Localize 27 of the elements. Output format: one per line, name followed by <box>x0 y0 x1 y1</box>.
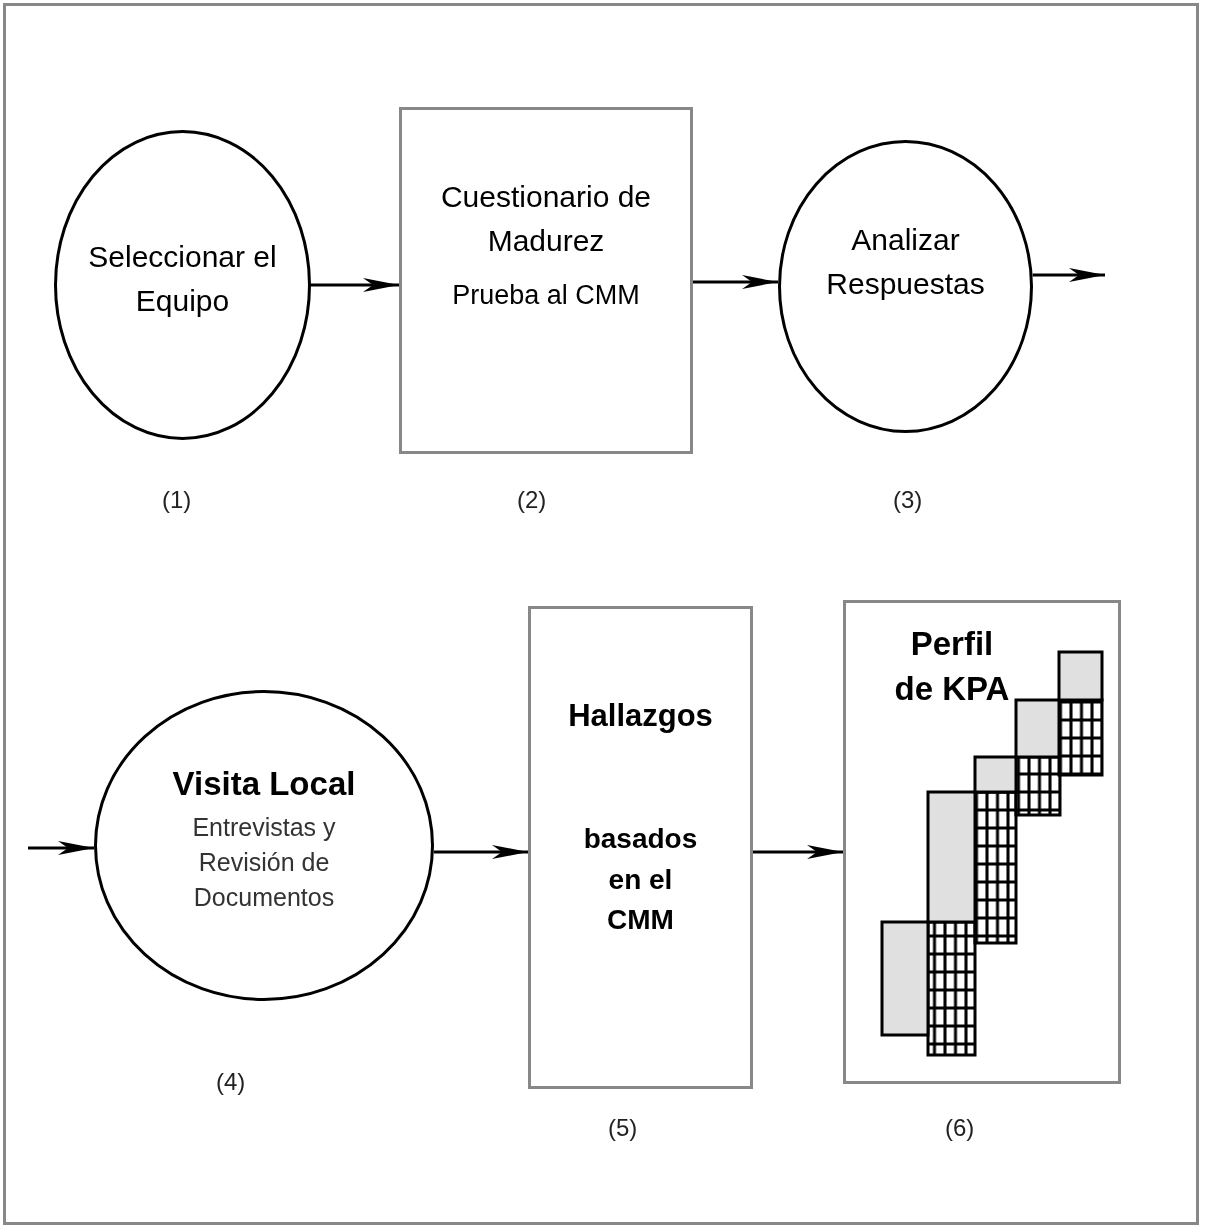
node-title: Seleccionar el Equipo <box>87 239 278 319</box>
process-box <box>528 606 753 1089</box>
step-number: (1) <box>162 486 192 514</box>
process-ellipse <box>54 130 311 440</box>
process-box <box>843 600 1121 1084</box>
process-box <box>399 107 693 454</box>
node-text: basados en el CMM <box>583 821 698 938</box>
node-title: Hallazgos <box>568 697 713 735</box>
arrow <box>433 845 528 859</box>
process-ellipse <box>778 140 1033 433</box>
arrow <box>311 278 399 292</box>
node-title: Cuestionario de Madurez <box>439 179 653 259</box>
node-title: Perfil de KPA <box>893 624 1011 709</box>
arrow <box>753 845 843 859</box>
node-title: Visita Local <box>172 764 356 804</box>
arrow <box>693 275 779 289</box>
arrow <box>28 841 94 855</box>
step-number: (5) <box>608 1114 638 1142</box>
step-number: (4) <box>216 1068 246 1096</box>
step-number: (6) <box>945 1114 975 1142</box>
step-number: (2) <box>517 486 547 514</box>
process-ellipse <box>94 690 434 1001</box>
arrow <box>1032 268 1105 282</box>
node-title: Analizar Respuestas <box>825 222 986 302</box>
node-text: Prueba al CMM <box>452 279 640 312</box>
step-number: (3) <box>893 486 923 514</box>
node-text: Entrevistas y Revisión de Documentos <box>191 811 337 913</box>
